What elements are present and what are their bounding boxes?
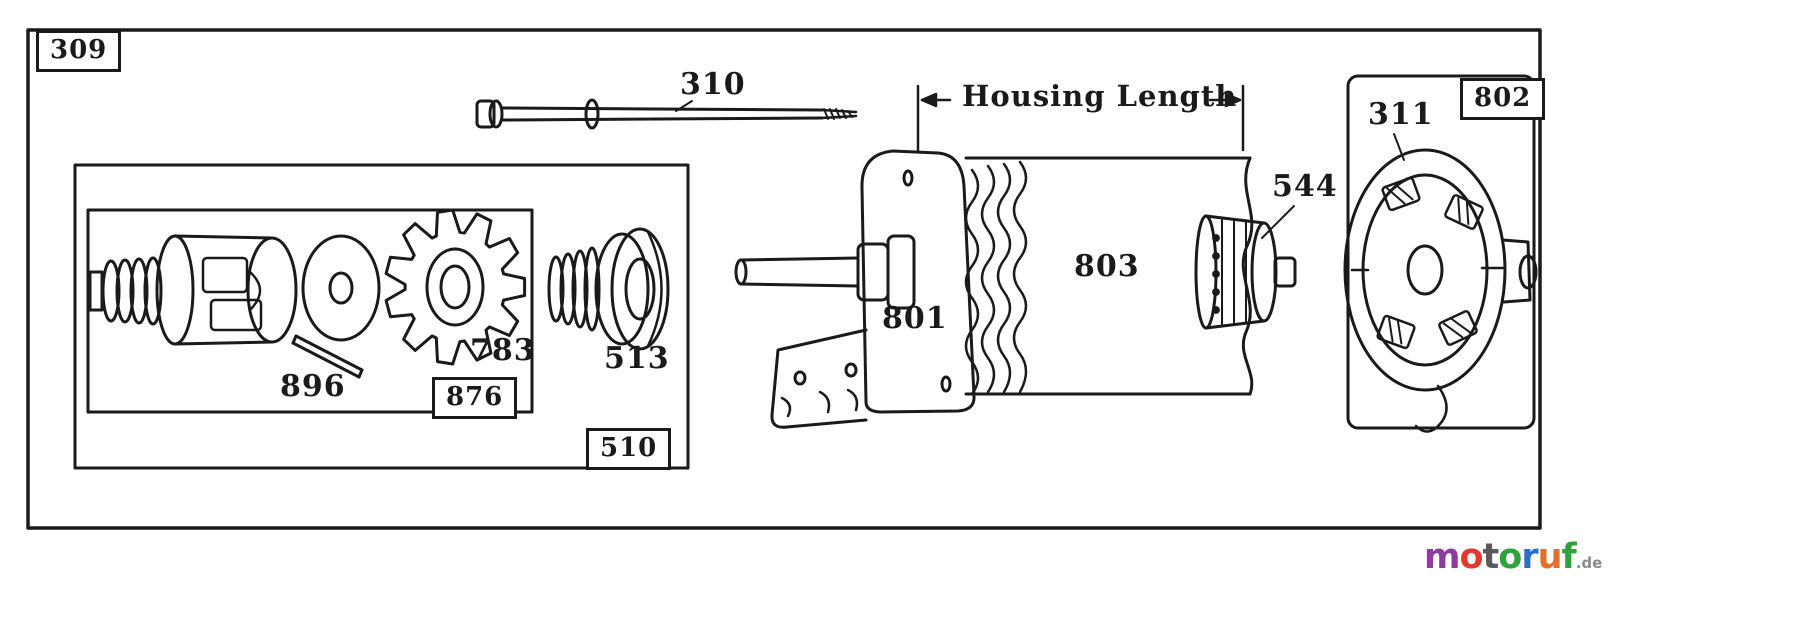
gear-drawing	[384, 208, 527, 366]
label-311: 311	[1368, 97, 1434, 132]
label-783: 783	[470, 333, 536, 368]
ref-box-876: 876	[432, 377, 518, 419]
watermark-letter: o	[1459, 537, 1483, 577]
housing-length-dimension	[916, 84, 1245, 152]
washer-drawing	[301, 234, 381, 342]
pin-drawing	[291, 334, 364, 379]
ref-box-802: 802	[1460, 78, 1546, 120]
label-513: 513	[604, 341, 670, 376]
clutch-513-drawing	[547, 227, 670, 351]
watermark-letter: f	[1561, 537, 1577, 577]
outer-border	[26, 28, 1542, 530]
end-cap-assembly-box	[1346, 74, 1536, 430]
field-stack-drawing	[964, 160, 1028, 396]
gear-assembly-box	[86, 208, 534, 414]
watermark-suffix: .de	[1575, 554, 1603, 572]
drive-assembly-box	[73, 163, 690, 470]
watermark-letter: o	[1498, 537, 1522, 577]
clutch-drum-drawing	[155, 234, 298, 346]
housing-length-label: Housing Length	[962, 79, 1238, 113]
watermark-letter: m	[1424, 537, 1460, 577]
watermark-letter: t	[1482, 537, 1500, 577]
bracket-drawing	[770, 149, 976, 429]
label-801: 801	[882, 301, 948, 336]
end-cap-drawing	[1343, 133, 1538, 433]
thru-bolt-drawing	[475, 98, 858, 130]
ref-box-309: 309	[36, 30, 122, 72]
commutator-drawing	[1194, 205, 1297, 330]
ref-box-510: 510	[586, 428, 672, 470]
label-803: 803	[1074, 249, 1140, 284]
label-896: 896	[280, 369, 346, 404]
motoruf-watermark: motoruf.de	[1424, 540, 1602, 575]
armature-shaft-drawing	[734, 234, 916, 310]
spring-drawing	[88, 256, 163, 326]
label-544: 544	[1272, 169, 1338, 204]
watermark-letter: u	[1537, 537, 1563, 577]
label-310: 310	[680, 67, 746, 102]
watermark-letter: r	[1521, 537, 1538, 577]
